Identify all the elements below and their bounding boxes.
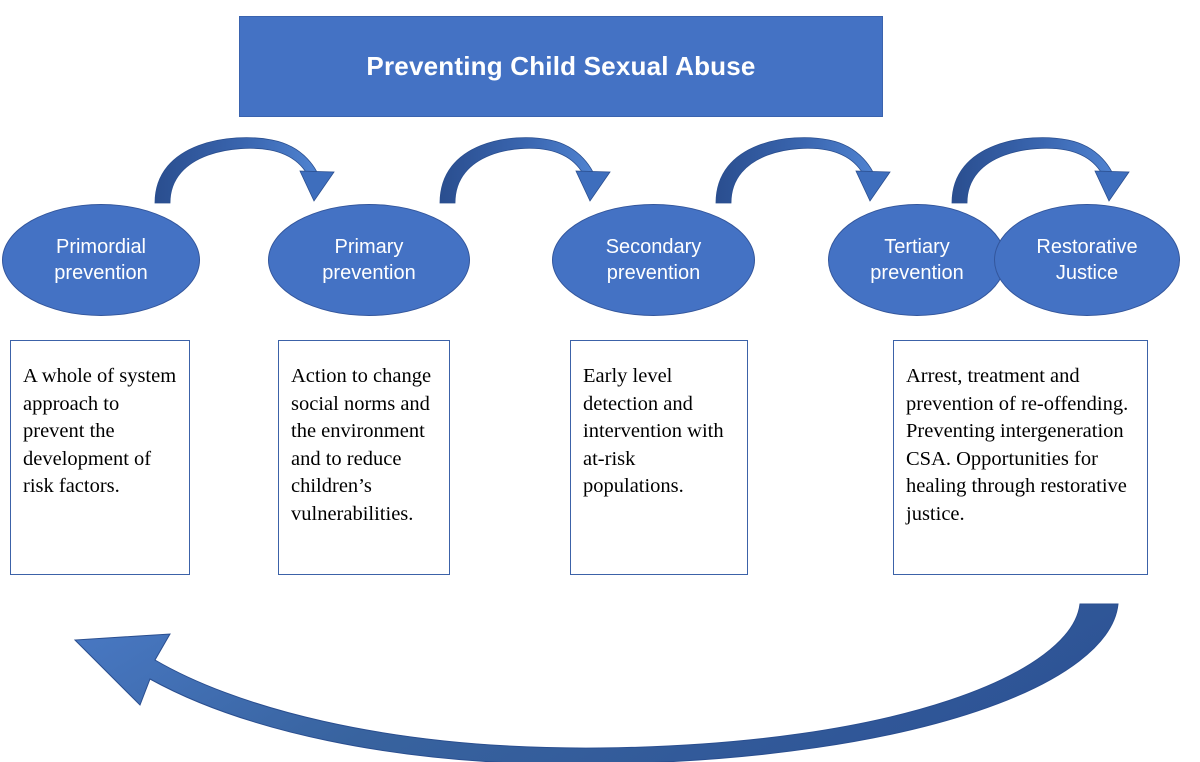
stage-label-restorative: Restorative Justice: [1036, 235, 1138, 284]
page-title: Preventing Child Sexual Abuse: [366, 51, 756, 81]
stage-label-primordial: Primordial prevention: [54, 235, 148, 284]
stage-ellipse-tertiary[interactable]: Tertiary prevention: [828, 204, 1006, 316]
stage-label-secondary: Secondary prevention: [605, 235, 702, 284]
stage-ellipse-secondary[interactable]: Secondary prevention: [552, 204, 755, 316]
description-text-primordial: A whole of system approach to prevent th…: [23, 365, 177, 498]
diagram-title-banner: Preventing Child Sexual Abuse: [239, 16, 883, 117]
description-text-secondary: Early level detection and intervention w…: [583, 365, 724, 498]
arrow-primary-to-secondary: [439, 137, 611, 204]
stage-label-tertiary: Tertiary prevention: [870, 235, 964, 284]
feedback-loop-arrow: [73, 603, 1119, 762]
description-box-primordial: A whole of system approach to prevent th…: [10, 340, 190, 575]
arrow-tertiary-to-restorative: [951, 137, 1130, 204]
description-text-tertiary: Arrest, treatment and prevention of re-o…: [906, 365, 1129, 525]
stage-ellipse-restorative[interactable]: Restorative Justice: [994, 204, 1180, 316]
stage-label-primary: Primary prevention: [322, 235, 416, 284]
description-box-primary: Action to change social norms and the en…: [278, 340, 450, 575]
stage-ellipse-primordial[interactable]: Primordial prevention: [2, 204, 200, 316]
stage-ellipse-primary[interactable]: Primary prevention: [268, 204, 470, 316]
description-box-tertiary: Arrest, treatment and prevention of re-o…: [893, 340, 1148, 575]
description-text-primary: Action to change social norms and the en…: [291, 365, 432, 525]
arrow-secondary-to-tertiary: [715, 137, 891, 204]
arrow-primordial-to-primary: [154, 137, 335, 204]
description-box-secondary: Early level detection and intervention w…: [570, 340, 748, 575]
